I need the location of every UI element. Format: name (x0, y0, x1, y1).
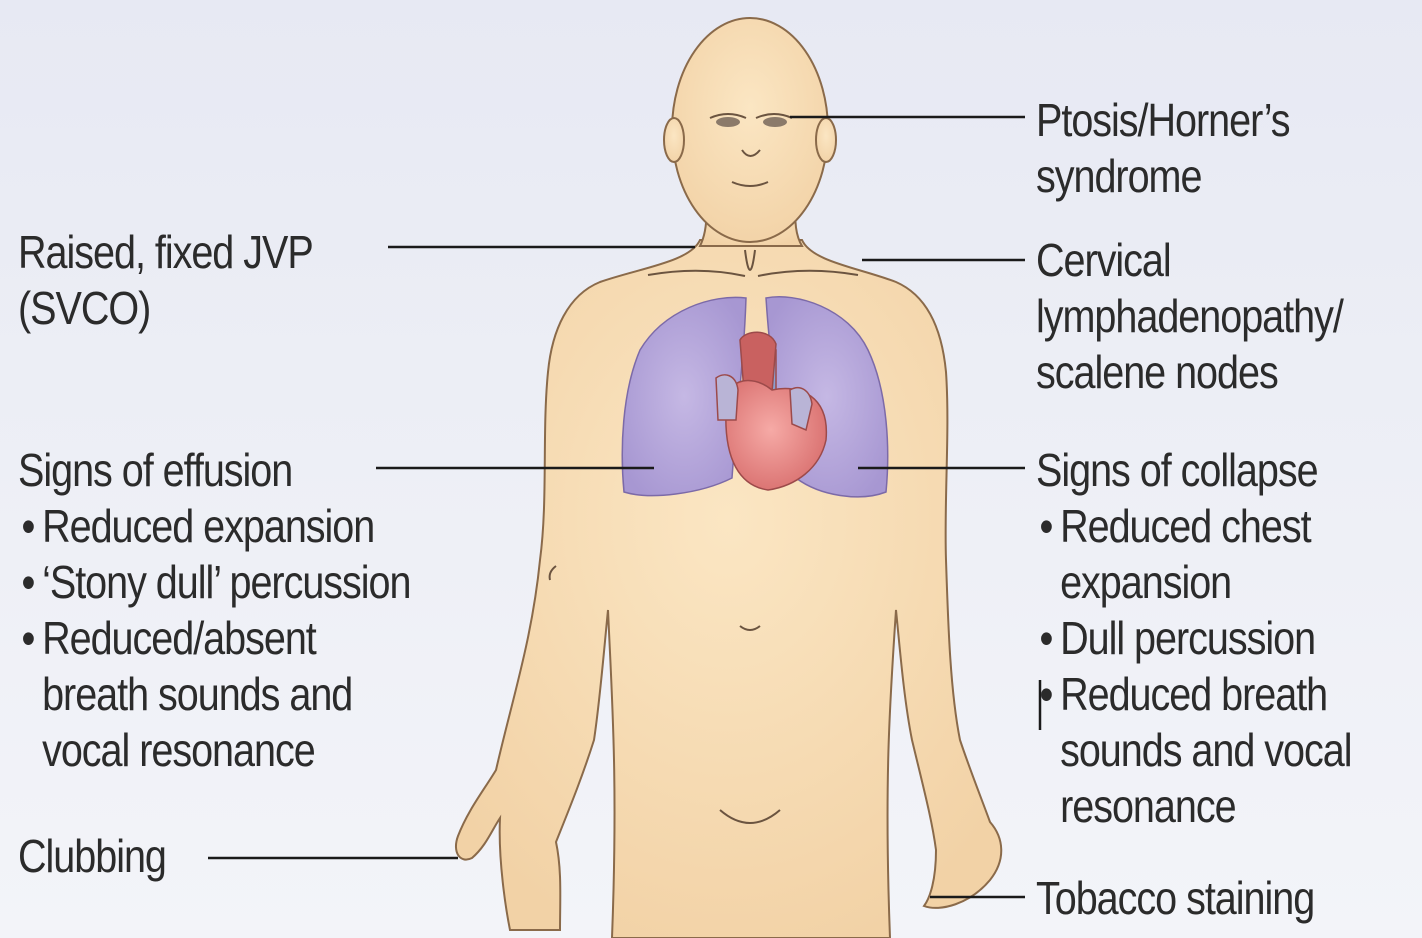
label-clubbing-text: Clubbing (18, 828, 166, 884)
collapse-bullet-text: expansion (1060, 554, 1351, 610)
collapse-bullet: Reduced chest expansion (1036, 498, 1351, 610)
effusion-bullet-text: breath sounds and (42, 666, 410, 722)
collapse-heading: Signs of collapse (1036, 442, 1351, 498)
label-tobacco-text: Tobacco staining (1036, 870, 1314, 926)
collapse-bullet: Reduced breath sounds and vocal resonanc… (1036, 666, 1351, 834)
label-jvp: Raised, fixed JVP (SVCO) (18, 224, 313, 336)
effusion-bullets: Reduced expansion ‘Stony dull’ percussio… (18, 498, 410, 778)
collapse-bullet-text: Dull percussion (1060, 610, 1351, 666)
collapse-bullet-text: Reduced chest (1060, 498, 1351, 554)
collapse-bullet-text: resonance (1060, 778, 1351, 834)
label-effusion: Signs of effusion Reduced expansion ‘Sto… (18, 442, 410, 778)
label-cervical: Cervical lymphadenopathy/ scalene nodes (1036, 232, 1343, 400)
collapse-bullet-text: sounds and vocal (1060, 722, 1351, 778)
label-ptosis: Ptosis/Horner’s syndrome (1036, 92, 1289, 204)
label-jvp-line: Raised, fixed JVP (18, 224, 313, 280)
effusion-bullet-text: Reduced/absent (42, 610, 410, 666)
collapse-bullet: Dull percussion (1036, 610, 1351, 666)
effusion-bullet: Reduced expansion (18, 498, 410, 554)
label-collapse: Signs of collapse Reduced chest expansio… (1036, 442, 1351, 834)
label-ptosis-line: Ptosis/Horner’s (1036, 92, 1289, 148)
effusion-bullet: ‘Stony dull’ percussion (18, 554, 410, 610)
label-cervical-line: scalene nodes (1036, 344, 1343, 400)
effusion-bullet: Reduced/absent breath sounds and vocal r… (18, 610, 410, 778)
effusion-heading: Signs of effusion (18, 442, 410, 498)
effusion-bullet-text: vocal resonance (42, 722, 410, 778)
label-tobacco: Tobacco staining (1036, 870, 1314, 926)
collapse-bullets: Reduced chest expansion Dull percussion … (1036, 498, 1351, 834)
label-clubbing: Clubbing (18, 828, 166, 884)
effusion-bullet-text: ‘Stony dull’ percussion (42, 554, 410, 610)
label-cervical-line: lymphadenopathy/ (1036, 288, 1343, 344)
label-ptosis-line: syndrome (1036, 148, 1289, 204)
effusion-bullet-text: Reduced expansion (42, 498, 410, 554)
label-jvp-line: (SVCO) (18, 280, 313, 336)
label-cervical-line: Cervical (1036, 232, 1343, 288)
collapse-bullet-text: Reduced breath (1060, 666, 1351, 722)
